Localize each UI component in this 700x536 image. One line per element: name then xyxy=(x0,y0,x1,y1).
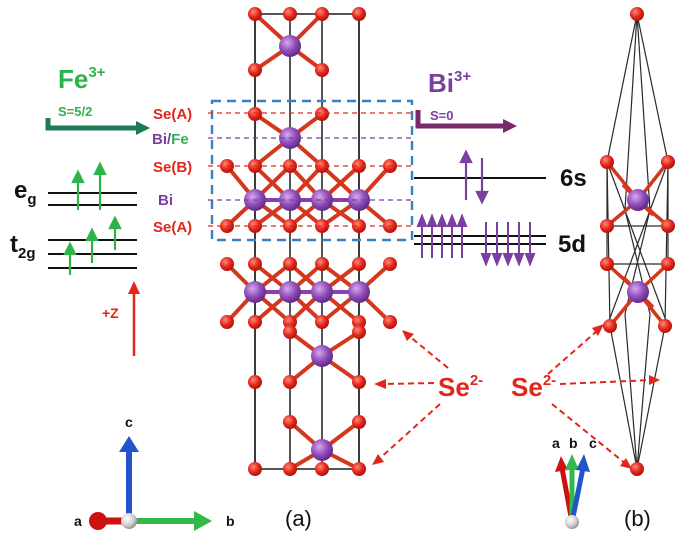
se-atoms-a xyxy=(220,7,397,476)
5d-levels xyxy=(414,235,546,245)
bonds-a xyxy=(225,12,392,471)
bi-arrow-head xyxy=(503,119,517,133)
fe-arrow-head xyxy=(136,121,150,135)
axis-c-label-a: c xyxy=(125,414,133,430)
t2g-label: t2g xyxy=(10,231,36,262)
fe-ion-label: Fe3+ xyxy=(58,64,106,94)
layer-guides xyxy=(208,112,412,227)
axis-triad-b xyxy=(555,454,590,529)
label-se-a-bottom: Se(A) xyxy=(153,219,192,236)
se-label-b: Se2- xyxy=(511,372,556,402)
bi-spin-label: S=0 xyxy=(430,108,454,123)
fe-spin-label: S=5/2 xyxy=(58,104,92,119)
label-bi-mid: Bi xyxy=(158,192,173,209)
panel-label-a: (a) xyxy=(285,506,312,531)
se-atoms-b xyxy=(600,7,675,476)
label-se-a-top: Se(A) xyxy=(153,106,192,123)
eg-label: eg xyxy=(14,177,37,208)
6s-label: 6s xyxy=(560,165,587,192)
axis-c-label-b: c xyxy=(589,435,597,451)
5d-label: 5d xyxy=(558,231,586,258)
cell-b-frame xyxy=(606,13,669,470)
label-bi-fe: Bi/Fe xyxy=(152,131,189,148)
axis-triad-a xyxy=(89,436,212,531)
layer-selection-box xyxy=(210,99,414,242)
6s-spin-arrows xyxy=(459,149,489,205)
se-pointer-heads-b xyxy=(592,324,660,469)
axis-a-label-b: a xyxy=(552,435,560,451)
eg-levels xyxy=(48,192,137,206)
label-se-b: Se(B) xyxy=(153,159,192,176)
fe-arrow xyxy=(45,118,138,131)
fe-spin-arrows xyxy=(63,161,122,275)
axis-a-label-a: a xyxy=(74,513,82,529)
bi-arrow xyxy=(415,110,505,129)
axis-b-label-a: b xyxy=(226,513,235,529)
plus-z-label: +Z xyxy=(102,305,119,321)
bi-ion-label: Bi3+ xyxy=(428,68,471,98)
bi-atoms-a xyxy=(244,35,370,461)
layer-labels: Se(A) Bi/Fe Se(B) Bi Se(A) xyxy=(152,106,192,236)
bi-atoms-b xyxy=(627,189,649,303)
se-pointer-arrows-b xyxy=(547,329,653,465)
cell-a-frame xyxy=(254,13,360,470)
se-pointer-arrows-a xyxy=(377,334,449,461)
5d-spin-arrows xyxy=(416,213,536,267)
panel-label-b: (b) xyxy=(624,506,651,531)
axis-b-label-b: b xyxy=(569,435,578,451)
se-pointer-heads-a xyxy=(372,330,414,465)
plus-z-arrow xyxy=(128,281,140,356)
se-label-a: Se2- xyxy=(438,372,483,402)
